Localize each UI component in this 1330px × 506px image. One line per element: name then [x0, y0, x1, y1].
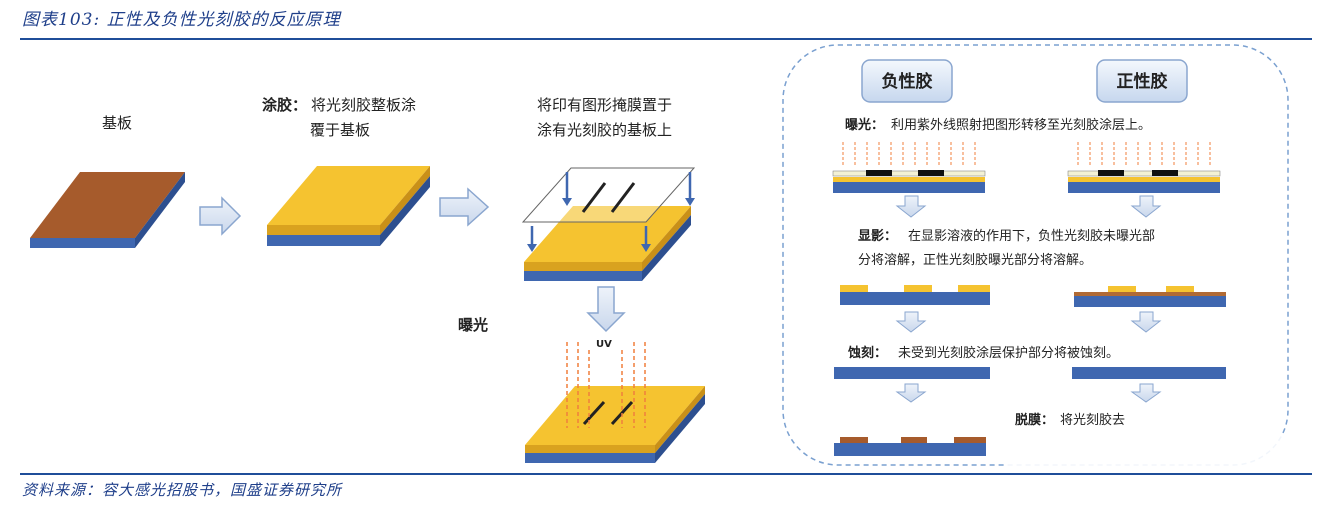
positive-resist-header: 正性胶	[1096, 59, 1188, 103]
coated-substrate-block	[267, 166, 430, 246]
etch-step-title: 蚀刻：	[847, 345, 887, 361]
positive-resist-label: 正性胶	[1117, 71, 1168, 92]
negative-develop-stack	[840, 285, 990, 305]
substrate-label: 基板	[102, 114, 132, 132]
mask-alignment-arrows	[527, 172, 695, 252]
positive-develop-stack	[1074, 286, 1226, 307]
negative-resist-label: 负性胶	[882, 71, 933, 92]
coating-title: 涂胶：	[262, 96, 307, 114]
strip-step-title: 脱膜：	[1015, 412, 1054, 428]
develop-step-text-line-2: 分将溶解，正性光刻胶曝光部分将溶解。	[858, 252, 1092, 268]
positive-etch-stack	[1072, 367, 1226, 379]
neg-arrow-2	[895, 311, 927, 333]
coating-text-line-2: 覆于基板	[310, 121, 370, 139]
exposure-label: 曝光	[458, 316, 488, 334]
mask-text-line-2: 涂有光刻胶的基板上	[537, 121, 672, 139]
masked-substrate-block	[524, 206, 691, 281]
negative-resist-header: 负性胶	[861, 59, 953, 103]
develop-step-title: 显影：	[858, 228, 897, 244]
negative-exposure-stack	[832, 142, 986, 193]
exposed-substrate-block	[525, 386, 705, 463]
substrate-block	[30, 172, 185, 248]
process-arrow-2	[439, 187, 490, 227]
exposure-step-text: 利用紫外线照射把图形转移至光刻胶涂层上。	[891, 117, 1151, 133]
source-note: 资料来源：容大感光招股书，国盛证券研究所	[22, 481, 343, 499]
neg-arrow-3	[895, 383, 927, 403]
figure-caption: 图表103: 正性及负性光刻胶的反应原理	[22, 10, 341, 30]
top-rule	[20, 38, 1312, 40]
fade-overlay	[1005, 435, 1295, 473]
pos-arrow-2	[1130, 311, 1162, 333]
pos-arrow-3	[1130, 383, 1162, 403]
uv-label: UV	[596, 339, 612, 350]
neg-arrow-1	[895, 195, 927, 218]
process-arrow-1	[199, 196, 242, 236]
positive-exposure-stack	[1067, 142, 1221, 193]
mask-text-line-1: 将印有图形掩膜置于	[537, 96, 672, 114]
coating-text-line-1: 将光刻胶整板涂	[311, 96, 416, 114]
develop-step-text-line-1: 在显影溶液的作用下，负性光刻胶未曝光部	[908, 228, 1155, 244]
exposure-step-title: 曝光：	[845, 117, 884, 133]
pos-arrow-1	[1130, 195, 1162, 218]
negative-strip-stack	[834, 437, 986, 456]
uv-light-rays	[566, 342, 646, 428]
process-arrow-down	[586, 286, 626, 333]
etch-step-text: 未受到光刻胶涂层保护部分将被蚀刻。	[898, 345, 1119, 361]
bottom-rule	[20, 473, 1312, 475]
strip-step-text: 将光刻胶去	[1060, 412, 1125, 428]
negative-etch-stack	[834, 367, 990, 379]
